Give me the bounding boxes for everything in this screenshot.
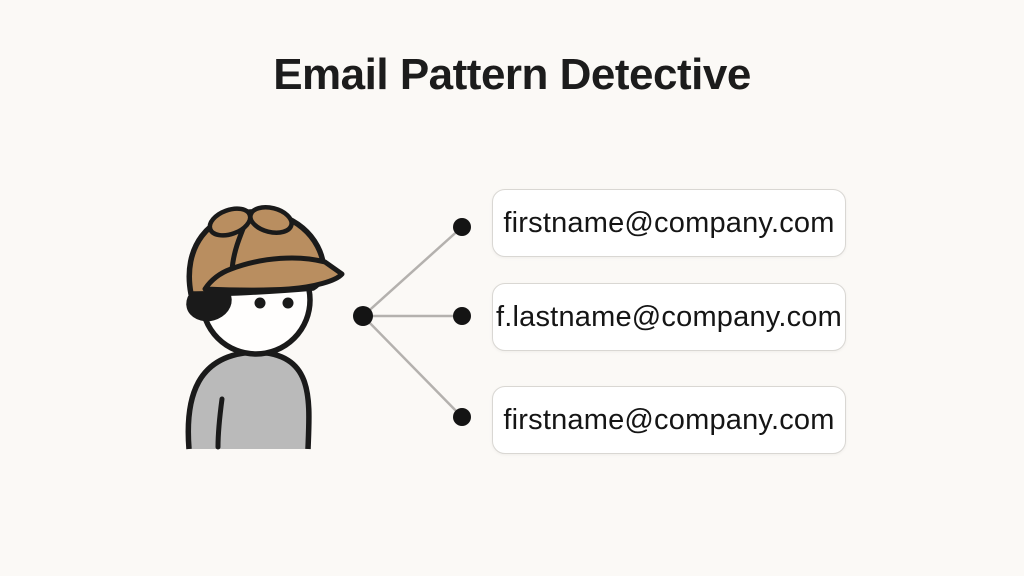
hub-node-dot xyxy=(353,306,373,326)
detective-left-eye xyxy=(254,297,266,309)
connector-line-bottom xyxy=(362,315,463,418)
detective-character-icon xyxy=(185,205,345,450)
diagram-nodes xyxy=(353,218,471,426)
hat-bill xyxy=(202,255,345,293)
email-pattern-label: firstname@company.com xyxy=(503,403,835,436)
branch-node-dot-bottom xyxy=(453,408,471,426)
page-title: Email Pattern Detective xyxy=(273,50,751,99)
hat-knot-right-loop xyxy=(248,205,294,235)
email-pattern-card: firstname@company.com xyxy=(492,386,846,454)
branch-node-dot-middle xyxy=(453,307,471,325)
email-pattern-label: firstname@company.com xyxy=(503,206,835,239)
branch-node-dot-top xyxy=(453,218,471,236)
connector-lines xyxy=(362,226,463,418)
connector-line-top xyxy=(362,226,463,317)
detective-hat-icon xyxy=(186,205,345,297)
detective-arm-line xyxy=(215,396,225,450)
email-pattern-label: f.lastname@company.com xyxy=(496,300,842,333)
email-pattern-card: firstname@company.com xyxy=(492,189,846,257)
detective-body xyxy=(185,349,312,450)
email-pattern-card: f.lastname@company.com xyxy=(492,283,846,351)
detective-right-eye xyxy=(282,297,294,309)
